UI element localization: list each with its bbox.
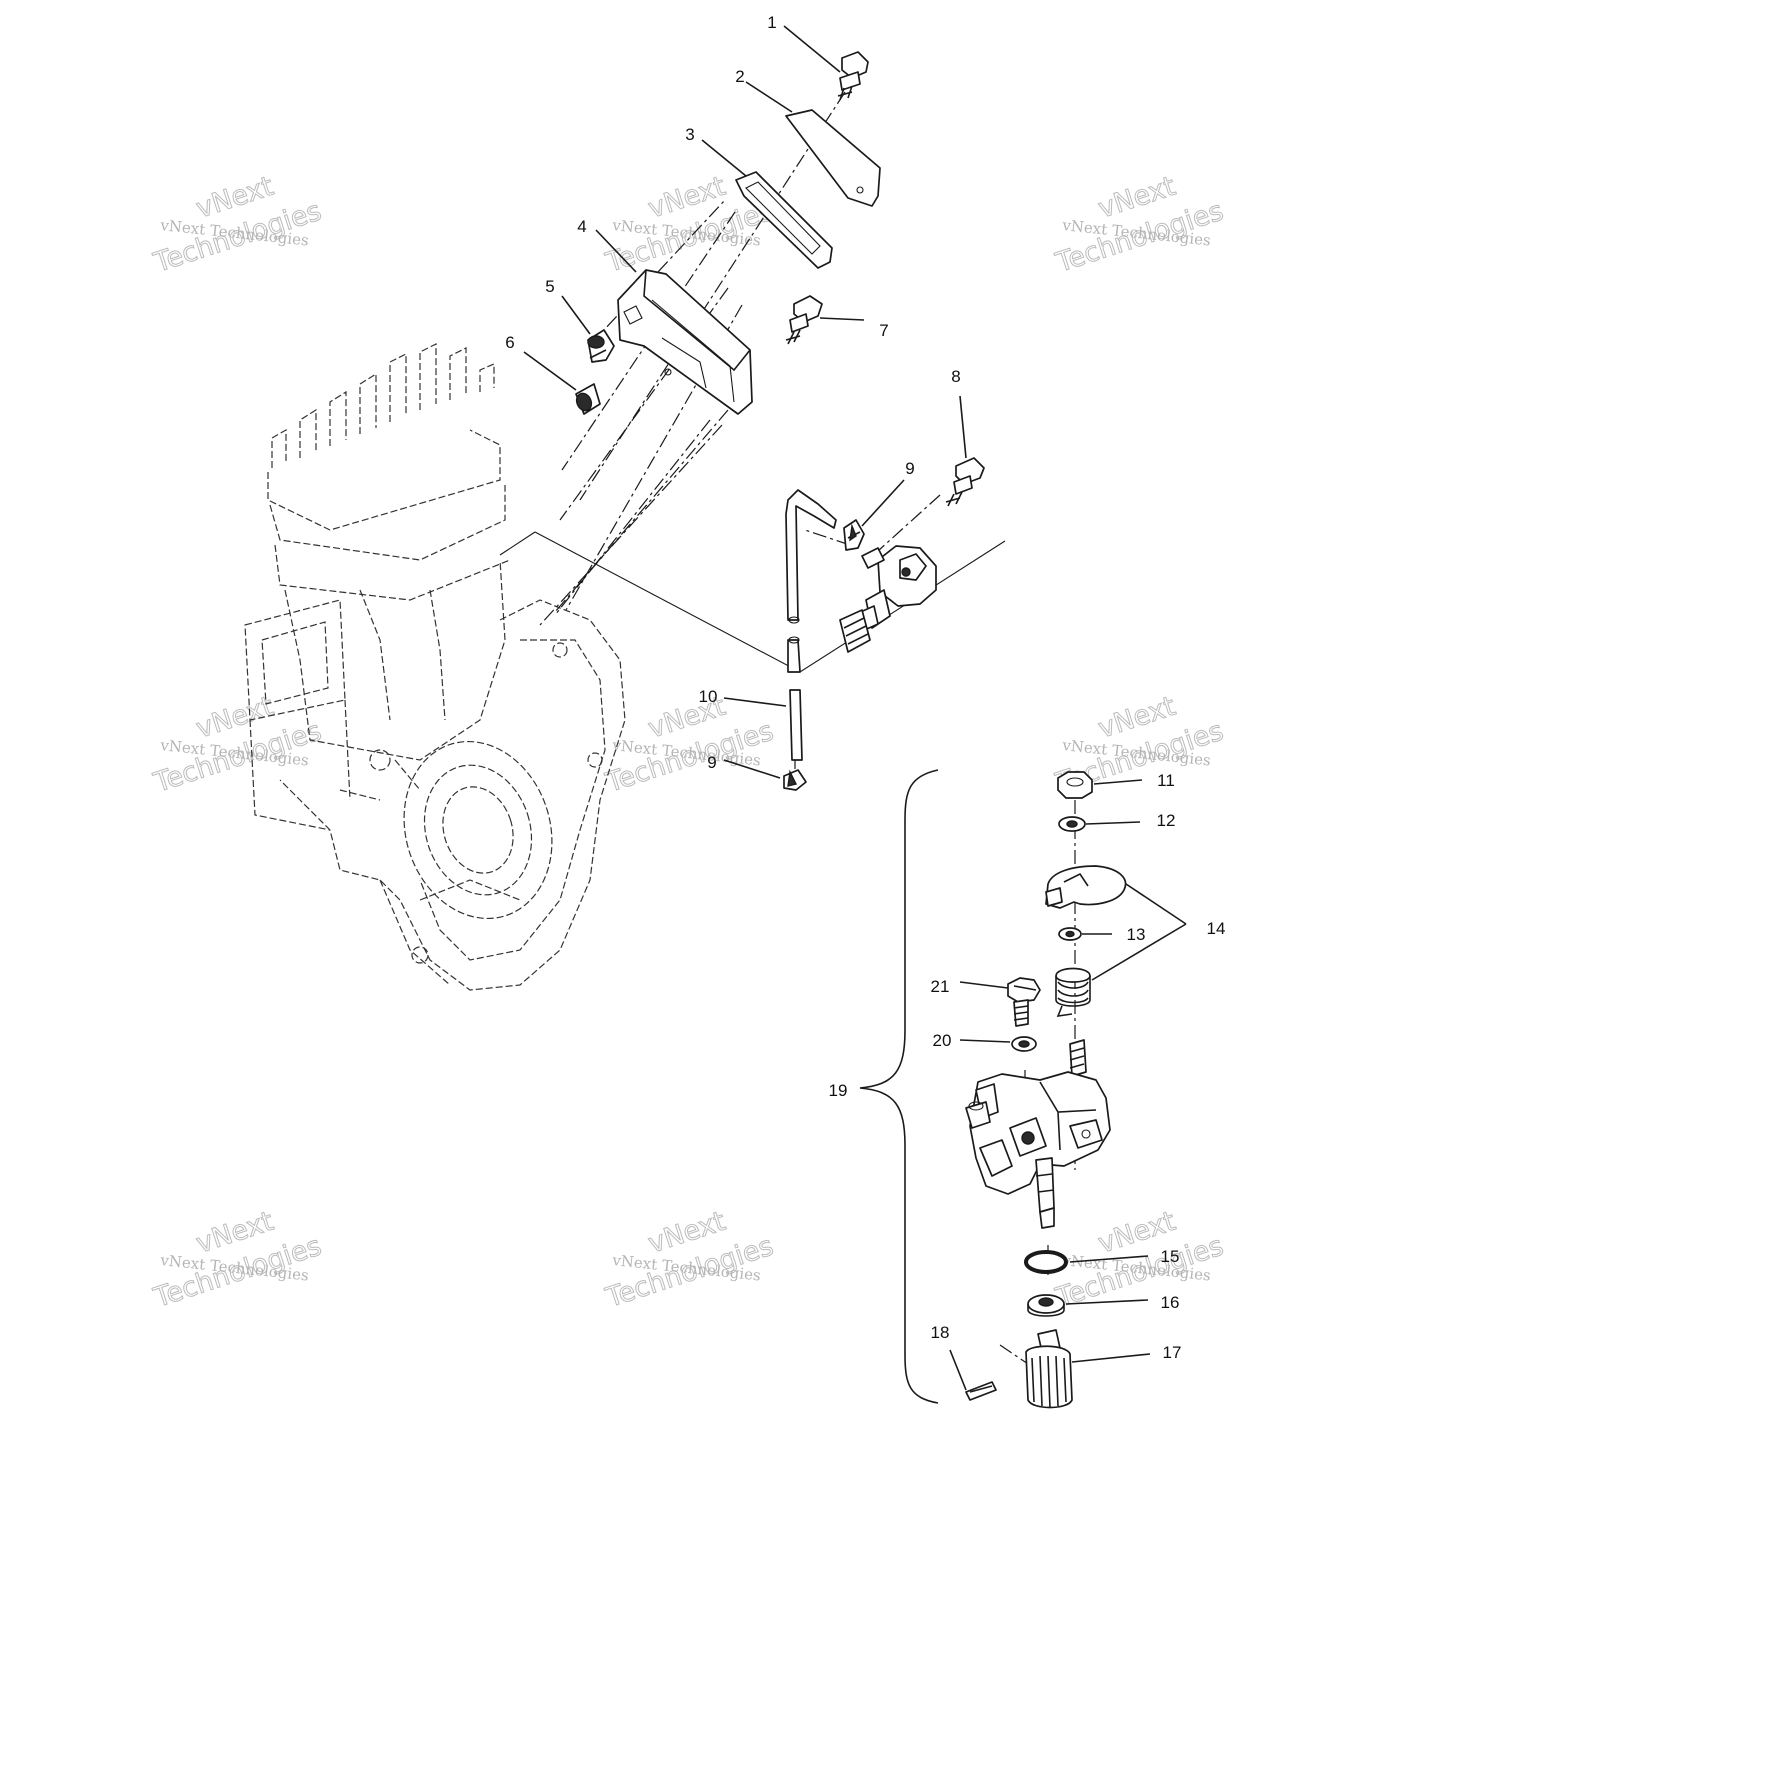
part-14-lever — [1045, 865, 1127, 909]
leader-lines — [523, 25, 1187, 1391]
part-21-screw — [1007, 977, 1041, 1027]
callout-11: 11 — [1157, 771, 1175, 790]
part-13-washer — [1058, 927, 1082, 941]
part-17-gear — [1025, 1329, 1073, 1409]
part-4-housing — [617, 269, 753, 415]
part-1-bolt — [837, 51, 869, 101]
watermark: vNext Technologies vNext Technologies — [149, 690, 325, 799]
part-10-hose — [785, 489, 837, 761]
watermark: vNext Technologies vNext Technologies — [1051, 1205, 1227, 1314]
watermark: vNext Technologies vNext Technologies — [149, 170, 325, 279]
part-7-bolt — [785, 295, 823, 345]
callout-labels: 1 2 3 4 5 6 7 8 9 9 10 11 12 13 14 15 16… — [505, 13, 1225, 1362]
pump-exploded-view — [859, 769, 1127, 1409]
watermark: vNext Technologies vNext Technologies — [1051, 170, 1227, 279]
part-14-spring — [1055, 967, 1091, 1017]
callout-18: 18 — [931, 1323, 950, 1342]
part-8-screw — [945, 457, 985, 507]
callout-9-upper: 9 — [905, 459, 914, 478]
part-6-sleeve — [575, 383, 601, 415]
callout-17: 17 — [1163, 1343, 1182, 1362]
bracket-19 — [859, 769, 939, 1404]
callout-13: 13 — [1127, 925, 1146, 944]
callout-3: 3 — [685, 125, 694, 144]
part-16-bushing — [1027, 1294, 1065, 1317]
upper-parts — [575, 51, 985, 791]
part-9-clamp-lower — [783, 769, 807, 791]
oil-pump-mini — [839, 545, 937, 653]
part-11-nut — [1057, 771, 1093, 799]
part-9-clamp — [843, 519, 865, 551]
watermark: vNext Technologies vNext Technologies — [601, 690, 777, 799]
part-15-o-ring — [1024, 1250, 1068, 1274]
callout-15: 15 — [1161, 1247, 1180, 1266]
pump-body — [965, 1039, 1111, 1229]
callout-19: 19 — [829, 1081, 848, 1100]
callout-10: 10 — [699, 687, 718, 706]
callout-16: 16 — [1161, 1293, 1180, 1312]
part-5-nipple — [587, 329, 615, 363]
part-18-pin — [965, 1381, 997, 1401]
callout-2: 2 — [735, 67, 744, 86]
callout-8: 8 — [951, 367, 960, 386]
callout-4: 4 — [577, 217, 586, 236]
callout-21: 21 — [931, 977, 950, 996]
callout-12: 12 — [1157, 811, 1176, 830]
part-2-cover-plate — [785, 109, 881, 207]
callout-14: 14 — [1207, 919, 1226, 938]
callout-6: 6 — [505, 333, 514, 352]
callout-7: 7 — [879, 321, 888, 340]
callout-5: 5 — [545, 277, 554, 296]
part-20-washer — [1011, 1036, 1037, 1052]
callout-9-lower: 9 — [707, 753, 716, 772]
part-3-gasket — [735, 171, 833, 269]
engine-block-drawing — [244, 343, 626, 991]
watermark: vNext Technologies vNext Technologies — [149, 1205, 325, 1314]
callout-20: 20 — [933, 1031, 952, 1050]
callout-1: 1 — [767, 13, 776, 32]
watermark: vNext Technologies vNext Technologies — [601, 1205, 777, 1314]
part-12-washer — [1058, 816, 1086, 832]
